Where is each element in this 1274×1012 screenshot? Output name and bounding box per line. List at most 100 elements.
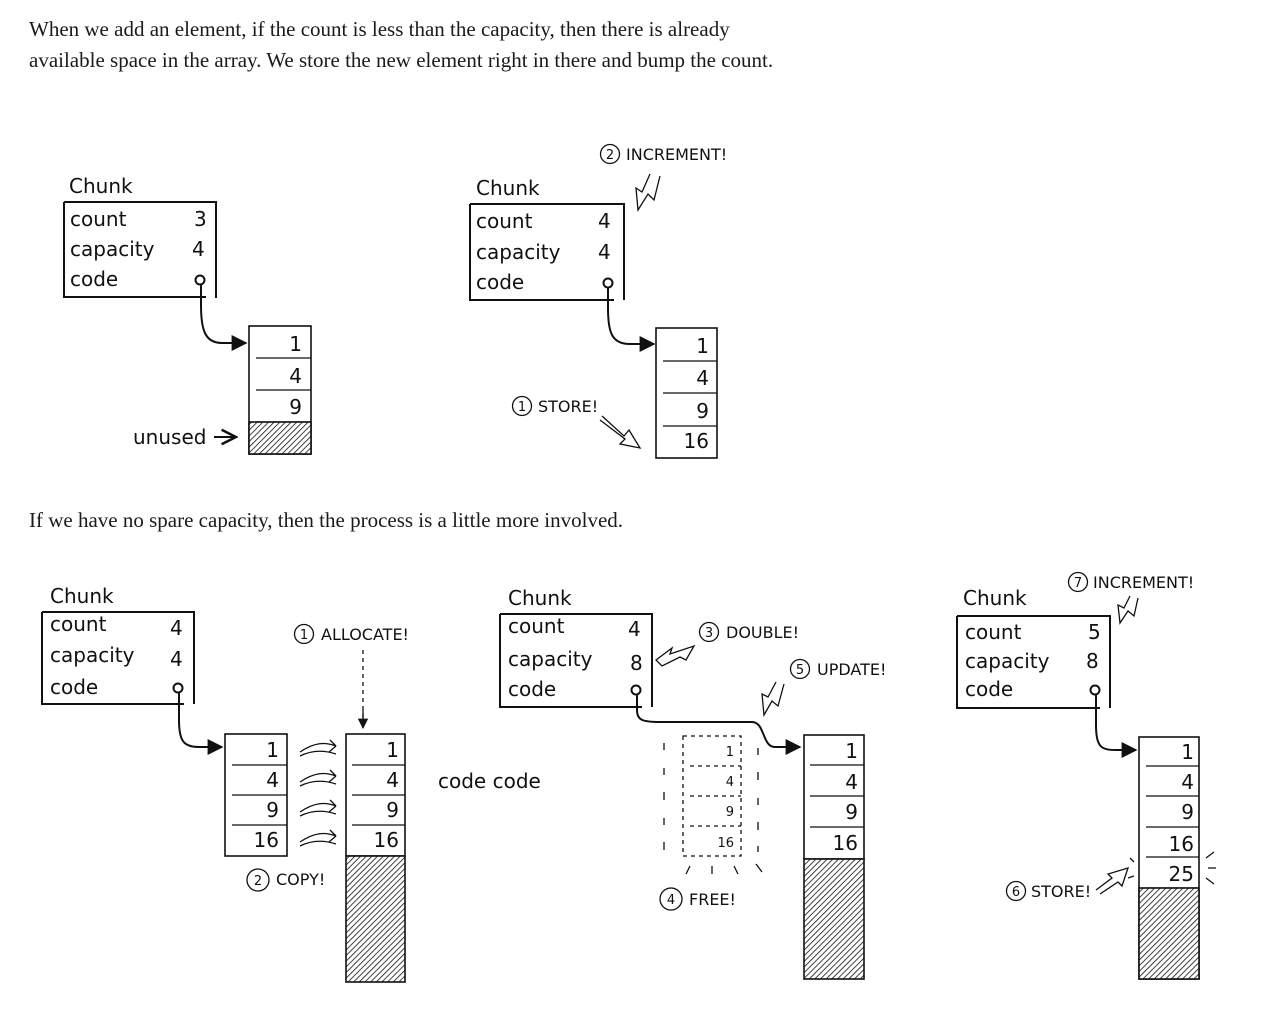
code-pointer-arrow xyxy=(200,285,248,351)
step-number-badge xyxy=(293,623,315,645)
count-value: 4 xyxy=(170,616,183,640)
step-number: 3 xyxy=(705,626,713,641)
code-label: code xyxy=(965,677,1013,701)
step-increment: 7 INCREMENT! xyxy=(1067,571,1194,625)
array-cell: 4 xyxy=(845,770,858,794)
step-number: 2 xyxy=(254,874,262,889)
step-number-badge xyxy=(246,868,270,892)
count-value: 4 xyxy=(628,617,641,641)
step-label: INCREMENT! xyxy=(626,145,727,164)
code-label: code xyxy=(476,270,524,294)
pointer-dot xyxy=(630,684,642,696)
step-number-badge xyxy=(1067,571,1089,593)
chunk-before: Chunk count 3 capacity 4 code xyxy=(63,174,248,351)
array-cell: 4 xyxy=(726,775,734,790)
chunk-stage2: Chunk count 4 capacity 8 code xyxy=(499,586,802,755)
step-copy: 2 COPY! xyxy=(246,868,325,892)
array-cell: 1 xyxy=(845,739,858,763)
array-cell: 1 xyxy=(1181,740,1194,764)
step-store: 1 STORE! xyxy=(511,395,642,449)
array-cell: 4 xyxy=(1181,770,1194,794)
middle-caption: code code xyxy=(438,769,541,793)
chunk-title: Chunk xyxy=(50,584,114,608)
array-cell: 1 xyxy=(289,332,302,356)
array-cell: 4 xyxy=(696,366,709,390)
array-cell: 9 xyxy=(726,805,734,820)
capacity-label: capacity xyxy=(50,643,135,667)
step-number: 7 xyxy=(1074,576,1082,591)
step-number-badge xyxy=(1005,880,1027,902)
count-value: 3 xyxy=(194,207,207,231)
step-store: 6 STORE! xyxy=(1005,867,1130,902)
chunk-after: Chunk count 4 capacity 4 code xyxy=(469,176,656,352)
step-double: 3 DOUBLE! xyxy=(655,621,799,667)
count-label: count xyxy=(50,612,107,636)
step-number-badge xyxy=(511,395,533,417)
store-arrow-icon xyxy=(1095,867,1130,895)
freed-array: 1 4 9 16 xyxy=(663,735,763,875)
code-label: code xyxy=(50,675,98,699)
step-number: 2 xyxy=(606,148,614,163)
step-number: 1 xyxy=(518,400,526,415)
no-capacity-paragraph: If we have no spare capacity, then the p… xyxy=(29,508,624,532)
array-cell: 9 xyxy=(845,800,858,824)
step-label: ALLOCATE! xyxy=(321,625,409,644)
step-update: 5 UPDATE! xyxy=(761,658,886,718)
step-label: INCREMENT! xyxy=(1093,573,1194,592)
count-label: count xyxy=(508,614,565,638)
chunk-grow-diagram: count Chunk count 4 capacity 4 code 1 4 … xyxy=(41,571,1216,983)
count-label: count xyxy=(70,207,127,231)
code-label: code xyxy=(508,677,556,701)
count-value: 5 xyxy=(1088,620,1101,644)
pointer-dot xyxy=(172,682,184,694)
pointer-dot xyxy=(1089,684,1101,696)
chunk-stage1: count Chunk count 4 capacity 4 code xyxy=(41,584,224,755)
array-cell: 16 xyxy=(833,831,858,855)
capacity-value: 8 xyxy=(630,651,643,675)
capacity-value: 4 xyxy=(192,237,205,261)
new-array: 1 4 9 16 xyxy=(345,733,406,983)
count-label: count xyxy=(965,620,1022,644)
double-arrow-icon xyxy=(655,644,696,667)
step-number-badge xyxy=(789,658,811,680)
array-cell: 1 xyxy=(386,738,399,762)
array-cell: 1 xyxy=(726,745,734,760)
step-number: 4 xyxy=(667,893,675,908)
count-value: 4 xyxy=(598,209,611,233)
array-cell: 4 xyxy=(289,364,302,388)
chunk-title: Chunk xyxy=(963,586,1027,610)
step-label: STORE! xyxy=(1031,882,1091,901)
array-cell: 9 xyxy=(266,798,279,822)
store-burst-icon xyxy=(1127,851,1216,885)
array-before: 1 4 9 xyxy=(248,325,312,455)
step-allocate: 1 ALLOCATE! xyxy=(293,623,409,730)
code-label: code xyxy=(70,267,118,291)
increment-arrow-icon xyxy=(635,173,661,212)
chunk-title: Chunk xyxy=(476,176,540,200)
step-number-badge xyxy=(659,887,683,911)
array-after: 1 4 9 16 xyxy=(655,327,718,459)
array-cell: 9 xyxy=(289,395,302,419)
step-increment: 2 INCREMENT! xyxy=(599,143,727,212)
capacity-label: capacity xyxy=(70,237,155,261)
array-stage3: 1 4 9 16 25 xyxy=(1127,736,1216,980)
array-cell: 16 xyxy=(1169,832,1194,856)
capacity-label: capacity xyxy=(965,649,1050,673)
update-arrow-icon xyxy=(761,681,785,718)
capacity-label: capacity xyxy=(476,240,561,264)
array-cell: 16 xyxy=(684,429,709,453)
code-pointer-arrow xyxy=(1095,695,1138,758)
capacity-value: 4 xyxy=(598,240,611,264)
chunk-append-diagram: Chunk count 3 capacity 4 code 1 4 9 unus… xyxy=(63,143,727,459)
array-cell: 9 xyxy=(386,798,399,822)
array-cell: 9 xyxy=(696,399,709,423)
array-cell: 1 xyxy=(266,738,279,762)
free-burst-icon xyxy=(663,743,763,875)
code-pointer-arrow xyxy=(636,695,802,755)
step-label: COPY! xyxy=(276,870,325,889)
chunk-title: Chunk xyxy=(508,586,572,610)
copy-arrows-icon xyxy=(299,739,337,847)
code-pointer-arrow xyxy=(178,693,224,755)
capacity-label: capacity xyxy=(508,647,593,671)
store-arrow-icon xyxy=(599,415,642,449)
